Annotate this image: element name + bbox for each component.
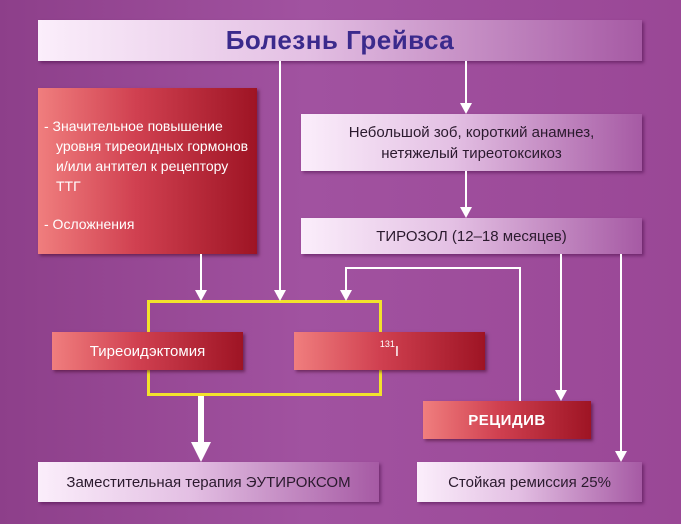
indications-box: - Значительное повышение уровня тиреоидн… (38, 88, 257, 254)
mild-case-line-1: Небольшой зоб, короткий анамнез, (348, 123, 595, 141)
surgery-box: Тиреоидэктомия (52, 332, 243, 370)
relapse-box: РЕЦИДИВ (423, 401, 591, 439)
title-box: Болезнь Грейвса (38, 20, 642, 61)
mild-case-line-2: нетяжелый тиреотоксикоз (381, 144, 562, 162)
arrowhead-title-to-frame (274, 290, 286, 301)
arrow-relapse-to-frame (345, 267, 521, 401)
arrowhead-relapse-to-frame (340, 290, 352, 301)
mild-case-box: Небольшой зоб, короткий анамнез, нетяжел… (301, 114, 642, 171)
indication-complications: - Осложнения (44, 216, 135, 232)
remission-label: Стойкая ремиссия 25% (448, 473, 611, 491)
arrowhead-indications-to-frame (195, 290, 207, 301)
diagram-title: Болезнь Грейвса (225, 25, 455, 55)
radioiodine-element: I (394, 343, 400, 360)
drug-therapy-box: ТИРОЗОЛ (12–18 месяцев) (301, 218, 642, 254)
replacement-therapy-label: Заместительная терапия ЭУТИРОКСОМ (66, 473, 351, 491)
arrowhead-drug-to-relapse (555, 390, 567, 401)
radioiodine-isotope: 131 (379, 339, 395, 349)
radioiodine-label: 131I (379, 339, 400, 360)
drug-therapy-label: ТИРОЗОЛ (12–18 месяцев) (376, 227, 567, 245)
replacement-therapy-box: Заместительная терапия ЭУТИРОКСОМ (38, 462, 379, 502)
arrowhead-drug-to-remission (615, 451, 627, 462)
arrowhead-frame-to-replacement (191, 442, 211, 462)
radioiodine-box: 131I (294, 332, 485, 370)
arrowhead-mild-case-to-drug (460, 207, 472, 218)
mild-case-text: Небольшой зоб, короткий анамнез, нетяжел… (349, 122, 595, 164)
relapse-label: РЕЦИДИВ (468, 411, 546, 429)
remission-box: Стойкая ремиссия 25% (417, 462, 642, 502)
arrowhead-title-to-mild-case (460, 103, 472, 114)
surgery-label: Тиреоидэктомия (89, 342, 206, 360)
indication-hormone-level: - Значительное повышение уровня тиреоидн… (44, 118, 249, 194)
